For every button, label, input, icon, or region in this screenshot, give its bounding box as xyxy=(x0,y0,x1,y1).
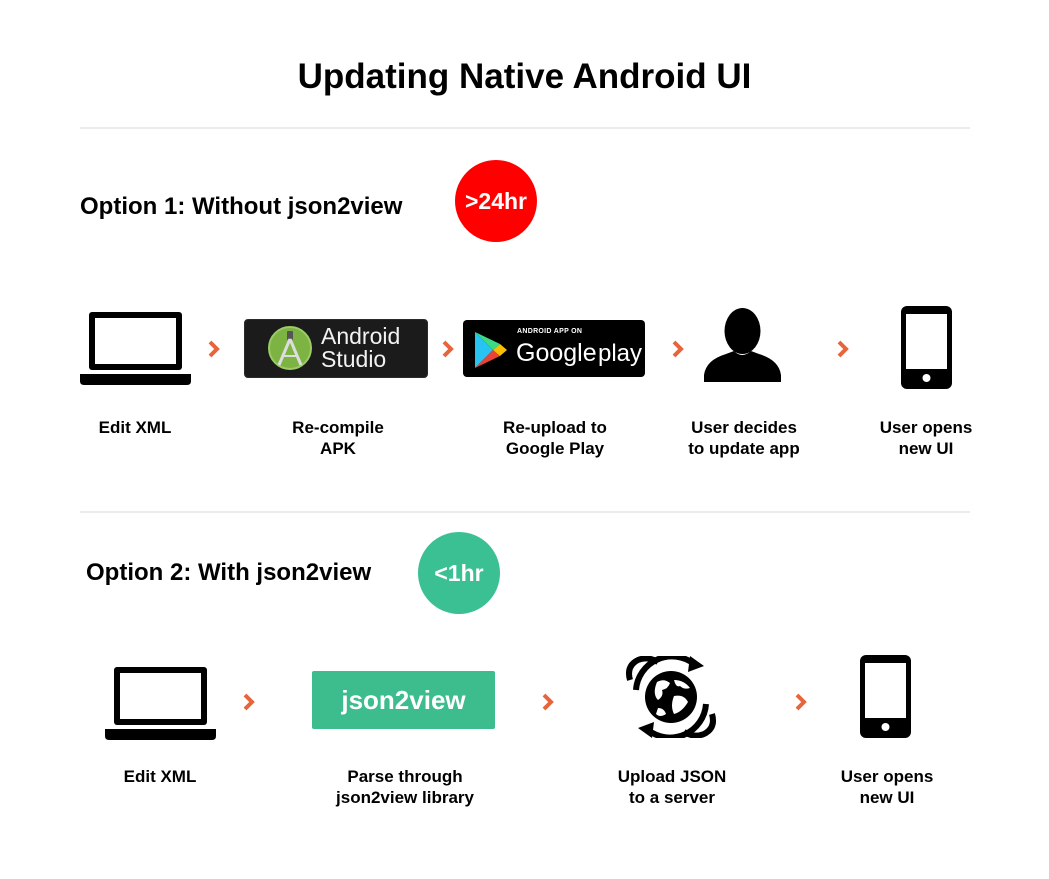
page-title: Updating Native Android UI xyxy=(297,57,752,96)
arrow-right-icon xyxy=(795,693,807,711)
divider-top xyxy=(80,127,970,129)
option1-step1-caption: Edit XML xyxy=(98,418,172,437)
laptop-icon xyxy=(105,667,216,740)
option1-step3-caption: Re-upload to Google Play xyxy=(503,418,607,458)
json2view-box: json2view xyxy=(312,671,495,729)
option2-label: Option 2: With json2view xyxy=(86,559,372,586)
globe-sync-icon xyxy=(626,656,716,738)
option1-step4-caption: User decides to update app xyxy=(688,418,800,458)
option2-step3-caption: Upload JSON to a server xyxy=(617,767,727,807)
option1-label: Option 1: Without json2view xyxy=(80,193,403,220)
arrow-right-icon xyxy=(672,340,684,358)
divider-middle xyxy=(80,511,970,513)
arrow-right-icon xyxy=(243,693,255,711)
option2-step4-caption: User opens new UI xyxy=(840,767,934,807)
google-play-play-text: play xyxy=(598,340,643,367)
laptop-icon xyxy=(80,312,191,385)
google-play-google-text: Google xyxy=(516,339,597,367)
option1-time-badge: >24hr xyxy=(455,160,537,242)
arrow-right-icon xyxy=(542,693,554,711)
google-play-small-text: ANDROID APP ON xyxy=(517,328,583,335)
smartphone-icon xyxy=(901,306,952,389)
smartphone-icon xyxy=(860,655,911,738)
option1-step5-caption: User opens new UI xyxy=(879,418,973,458)
user-icon xyxy=(704,308,781,382)
option2-step1-caption: Edit XML xyxy=(123,767,197,786)
arrow-right-icon xyxy=(837,340,849,358)
arrow-right-icon xyxy=(208,340,220,358)
google-play-triangle-icon xyxy=(475,332,507,368)
option2-step2-caption: Parse through json2view library xyxy=(336,767,474,807)
google-play-badge: ANDROID APP ON Google play xyxy=(463,320,645,377)
arrow-right-icon xyxy=(442,340,454,358)
option1-step2-caption: Re-compile APK xyxy=(292,418,384,458)
option2-time-badge: <1hr xyxy=(418,532,500,614)
android-studio-text-2: Studio xyxy=(321,346,387,372)
android-studio-icon xyxy=(268,326,312,370)
android-studio-text-1: Android xyxy=(321,323,401,349)
android-studio-logo: Android Studio xyxy=(244,319,428,378)
